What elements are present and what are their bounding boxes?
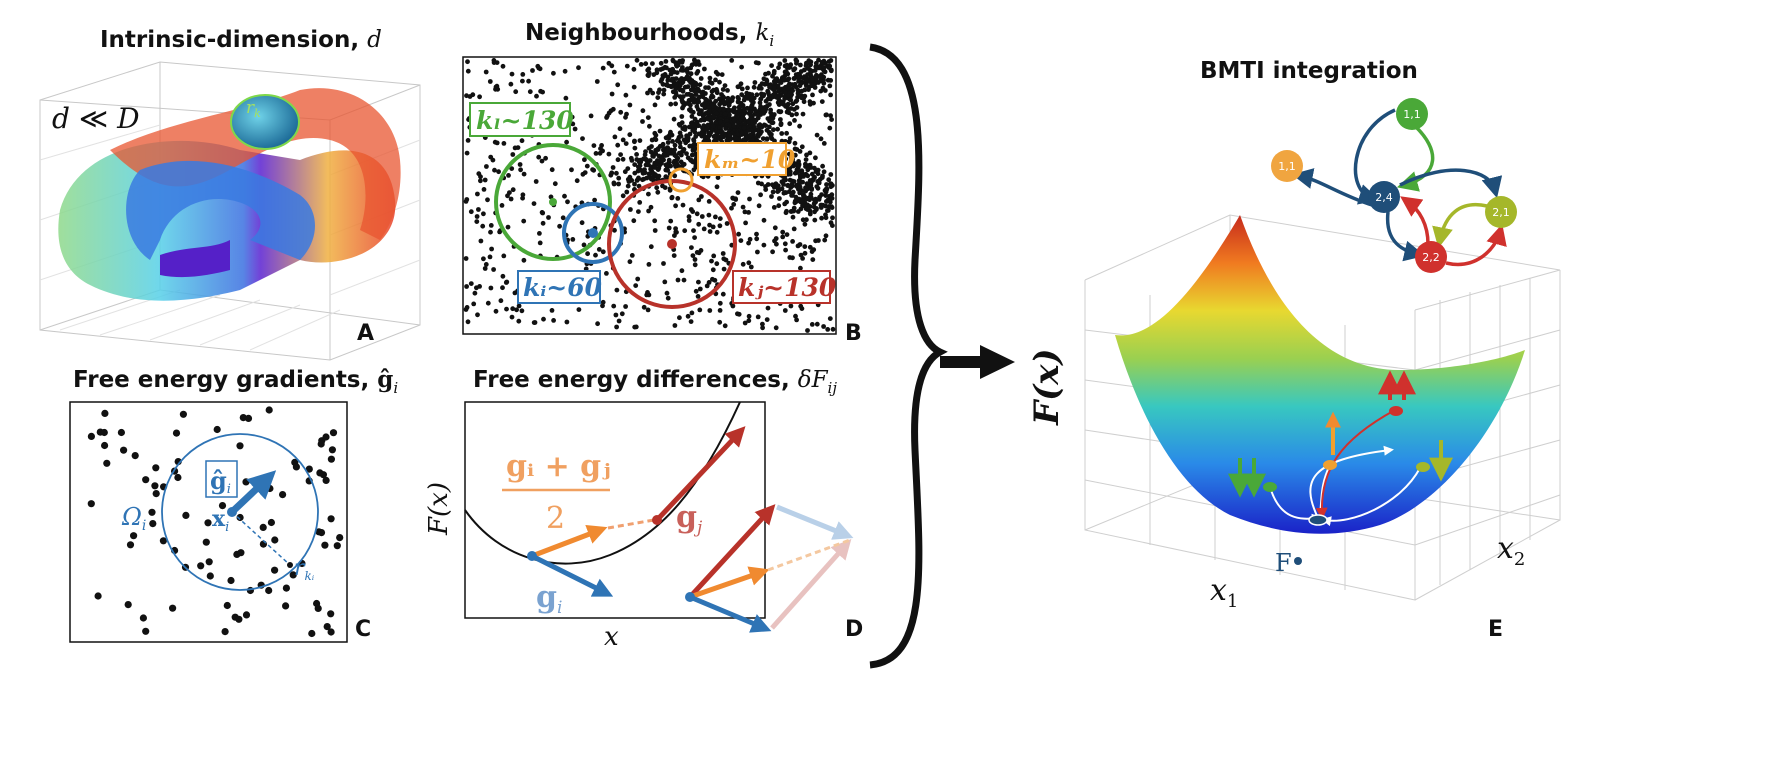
panel-a: Intrinsic-dimension, d rk d ≪ D A xyxy=(39,27,421,361)
neighbourhood-circle-m xyxy=(668,167,694,193)
k-j-label: kⱼ~130 xyxy=(738,273,837,302)
node-red xyxy=(1415,241,1447,273)
panel-d-title: Free energy differences, δFij xyxy=(473,367,837,397)
transition-network: 1,1 1,1 2,4 2,1 2,2 xyxy=(1271,98,1517,273)
panel-c-point-cloud xyxy=(87,406,344,638)
mean-gradient-denominator: 2 xyxy=(546,501,565,536)
free-energy-surface xyxy=(1115,215,1525,534)
mean-gradient-arrow xyxy=(531,524,608,559)
panel-d: Free energy differences, δFij gᵢ + gⱼ 2 … xyxy=(424,367,863,652)
panel-e-title: BMTI integration xyxy=(1200,58,1418,84)
node-olive xyxy=(1485,196,1517,228)
x-i-label: xi xyxy=(212,506,229,535)
panel-e-x1-label: x1 xyxy=(1210,573,1238,612)
panel-b-title: Neighbourhoods, ki xyxy=(525,20,774,50)
ball-radius-label: rk xyxy=(246,98,261,120)
node-green xyxy=(1396,98,1428,130)
g-i-label: gi xyxy=(536,580,562,618)
panel-c: Free energy gradients, ĝi ĝi Ωi xi rkᵢ C xyxy=(69,366,398,643)
node-navy xyxy=(1368,181,1400,213)
node-orange xyxy=(1271,150,1303,182)
dimension-relation: d ≪ D xyxy=(52,102,140,135)
k-m-box xyxy=(697,142,787,176)
neighbourhood-circle-l xyxy=(494,143,612,261)
g-j-arrow xyxy=(655,426,746,522)
k-j-box xyxy=(732,270,831,304)
gradient-arrow xyxy=(229,470,277,515)
r-k-label: rkᵢ xyxy=(294,556,315,583)
omega-neighbourhood xyxy=(161,433,319,591)
neighbourhood-circle-j xyxy=(607,179,737,309)
panel-e-x2-label: x2 xyxy=(1497,531,1525,570)
node-olive-label: 2,1 xyxy=(1492,206,1510,219)
curly-brace xyxy=(869,43,948,669)
panel-d-letter: D xyxy=(845,617,863,642)
brace-and-arrow xyxy=(869,43,1015,669)
panel-e-letter: E xyxy=(1488,617,1503,642)
g-j-label: gj xyxy=(676,500,703,538)
omega-label: Ωi xyxy=(121,503,146,534)
panel-d-xlabel: x xyxy=(604,622,619,652)
panel-d-frame xyxy=(464,401,766,619)
neighbourhood-ball xyxy=(230,94,300,150)
panel-b-letter: B xyxy=(845,321,862,346)
panel-e: BMTI integration xyxy=(1027,58,1561,642)
panel-e-point-label: F xyxy=(1275,549,1292,577)
k-i-box xyxy=(517,270,601,304)
panel-b: Neighbourhoods, ki kₗ~130 kₘ~10 kᵢ~60 kⱼ… xyxy=(462,20,862,346)
radius-dashed-line xyxy=(231,511,291,566)
g-hat-label: ĝi xyxy=(210,466,231,497)
node-orange-label: 1,1 xyxy=(1278,160,1296,173)
node-red-label: 2,2 xyxy=(1422,251,1440,264)
k-i-label: kᵢ~60 xyxy=(523,273,603,302)
panel-c-title: Free energy gradients, ĝi xyxy=(73,366,398,397)
panel-a-letter: A xyxy=(357,321,374,346)
mean-gradient-numerator: gᵢ + gⱼ xyxy=(506,449,611,484)
node-navy-label: 2,4 xyxy=(1375,191,1393,204)
panel-d-ylabel: F(x) xyxy=(424,482,454,536)
right-arrow-icon xyxy=(980,345,1015,379)
node-green-label: 1,1 xyxy=(1403,108,1421,121)
g-hat-box xyxy=(205,460,238,498)
panel-e-ylabel: F(x) xyxy=(1027,348,1067,426)
k-l-label: kₗ~130 xyxy=(476,106,574,135)
neighbourhood-circle-i xyxy=(562,202,624,264)
panel-c-letter: C xyxy=(355,617,371,642)
swiss-roll-manifold xyxy=(58,88,401,301)
panel-a-title: Intrinsic-dimension, d xyxy=(100,27,382,53)
k-l-box xyxy=(469,102,571,137)
g-i-arrow xyxy=(530,553,614,597)
k-m-label: kₘ~10 xyxy=(704,145,796,174)
